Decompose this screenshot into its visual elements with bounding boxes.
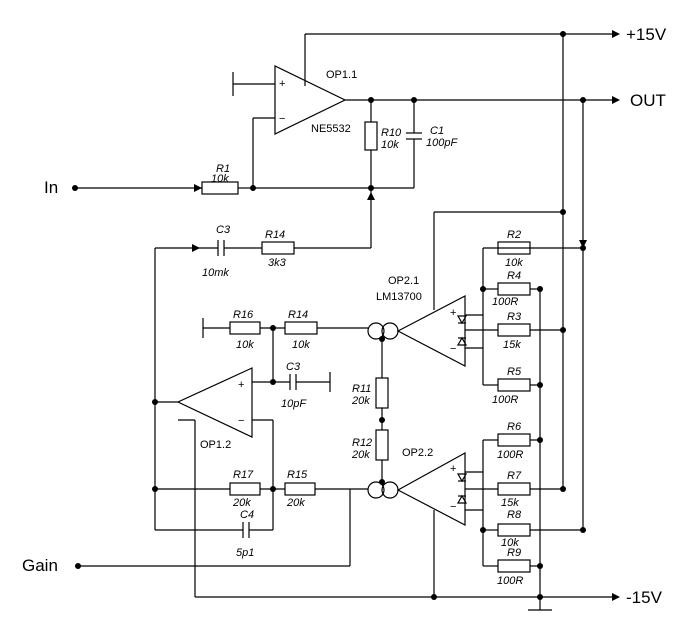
r3-value: 15k <box>503 339 521 351</box>
svg-text:−: − <box>279 113 285 125</box>
resistor-r15 <box>284 482 316 496</box>
resistor-r8 <box>497 523 531 537</box>
r10-value: 10k <box>381 139 399 151</box>
op12-name: OP1.2 <box>200 439 231 451</box>
svg-text:+: + <box>450 463 456 475</box>
c3b-value: 10pF <box>281 398 307 410</box>
junction-dots <box>72 31 586 600</box>
svg-text:−: − <box>450 501 456 513</box>
resistor-r14a <box>261 241 295 255</box>
c4-value: 5p1 <box>236 547 254 559</box>
r14a-value: 3k3 <box>268 257 287 269</box>
resistor-r3 <box>497 323 531 337</box>
r11-ref: R11 <box>352 383 371 395</box>
r12-value: 20k <box>351 449 370 461</box>
r9-value: 100R <box>497 575 523 587</box>
r11-value: 20k <box>351 395 370 407</box>
terminal-in: In <box>44 178 58 197</box>
resistor-r11 <box>375 377 389 409</box>
rail-arrows <box>612 30 620 601</box>
c1-value: 100pF <box>426 137 458 149</box>
r6-value: 100R <box>497 449 523 461</box>
svg-text:−: − <box>238 415 244 427</box>
op22-name: OP2.2 <box>402 447 433 459</box>
r14a-ref: R14 <box>265 229 285 241</box>
r2-ref: R2 <box>507 229 521 241</box>
r14b-value: 10k <box>292 339 310 351</box>
resistor-r10 <box>364 121 378 151</box>
resistor-r12 <box>375 429 389 461</box>
c3a-value: 10mk <box>202 267 229 279</box>
resistor-r1 <box>201 181 239 195</box>
resistor-r4 <box>497 282 531 296</box>
r5-ref: R5 <box>507 366 522 378</box>
r5-value: 100R <box>492 394 518 406</box>
r6-ref: R6 <box>507 421 522 433</box>
terminal-vpos: +15V <box>626 25 667 44</box>
resistor-r2 <box>497 241 531 255</box>
r2-value: 10k <box>505 257 523 269</box>
r1-ref: R1 <box>216 163 230 175</box>
resistor-r17 <box>229 482 261 496</box>
terminal-gain: Gain <box>22 556 58 575</box>
op11-name: OP1.1 <box>326 69 357 81</box>
r4-value: 100R <box>492 296 518 308</box>
op21-name: OP2.1 <box>388 275 419 287</box>
r16-value: 10k <box>236 339 254 351</box>
op11-opamp: + − <box>274 65 347 135</box>
c1-ref: C1 <box>430 125 444 137</box>
r15-value: 20k <box>286 497 305 509</box>
resistor-r9 <box>497 559 531 573</box>
r8-value: 10k <box>501 537 519 549</box>
r7-ref: R7 <box>507 470 522 482</box>
r1-value: 10k <box>211 173 229 185</box>
op12-opamp: + − <box>176 367 253 438</box>
r16-ref: R16 <box>233 309 254 321</box>
svg-text:+: + <box>450 307 456 319</box>
svg-text:+: + <box>279 78 285 90</box>
c4-ref: C4 <box>240 509 254 521</box>
c3b-ref: C3 <box>286 361 301 373</box>
terminal-out: OUT <box>630 91 666 110</box>
resistor-r16 <box>229 321 261 335</box>
resistor-r14b <box>284 321 318 335</box>
r8-ref: R8 <box>507 509 522 521</box>
r3-ref: R3 <box>507 311 522 323</box>
r4-ref: R4 <box>507 270 521 282</box>
r15-ref: R15 <box>287 469 308 481</box>
r12-ref: R12 <box>352 437 372 449</box>
resistor-r6 <box>497 433 531 447</box>
r7-value: 15k <box>501 497 519 509</box>
r17-value: 20k <box>232 497 251 509</box>
r9-ref: R9 <box>507 547 521 559</box>
terminal-vneg: -15V <box>626 588 663 607</box>
op21-ota: + − <box>367 295 466 367</box>
svg-text:−: − <box>450 343 456 355</box>
op21-part: LM13700 <box>376 291 422 303</box>
r14b-ref: R14 <box>288 309 308 321</box>
c3a-ref: C3 <box>216 224 231 236</box>
resistor-r5 <box>497 378 531 392</box>
resistor-r7 <box>497 482 531 496</box>
r10-ref: R10 <box>381 127 402 139</box>
op11-part: NE5532 <box>311 123 351 135</box>
svg-text:+: + <box>238 379 244 391</box>
r17-ref: R17 <box>233 469 254 481</box>
diodes <box>456 315 468 504</box>
